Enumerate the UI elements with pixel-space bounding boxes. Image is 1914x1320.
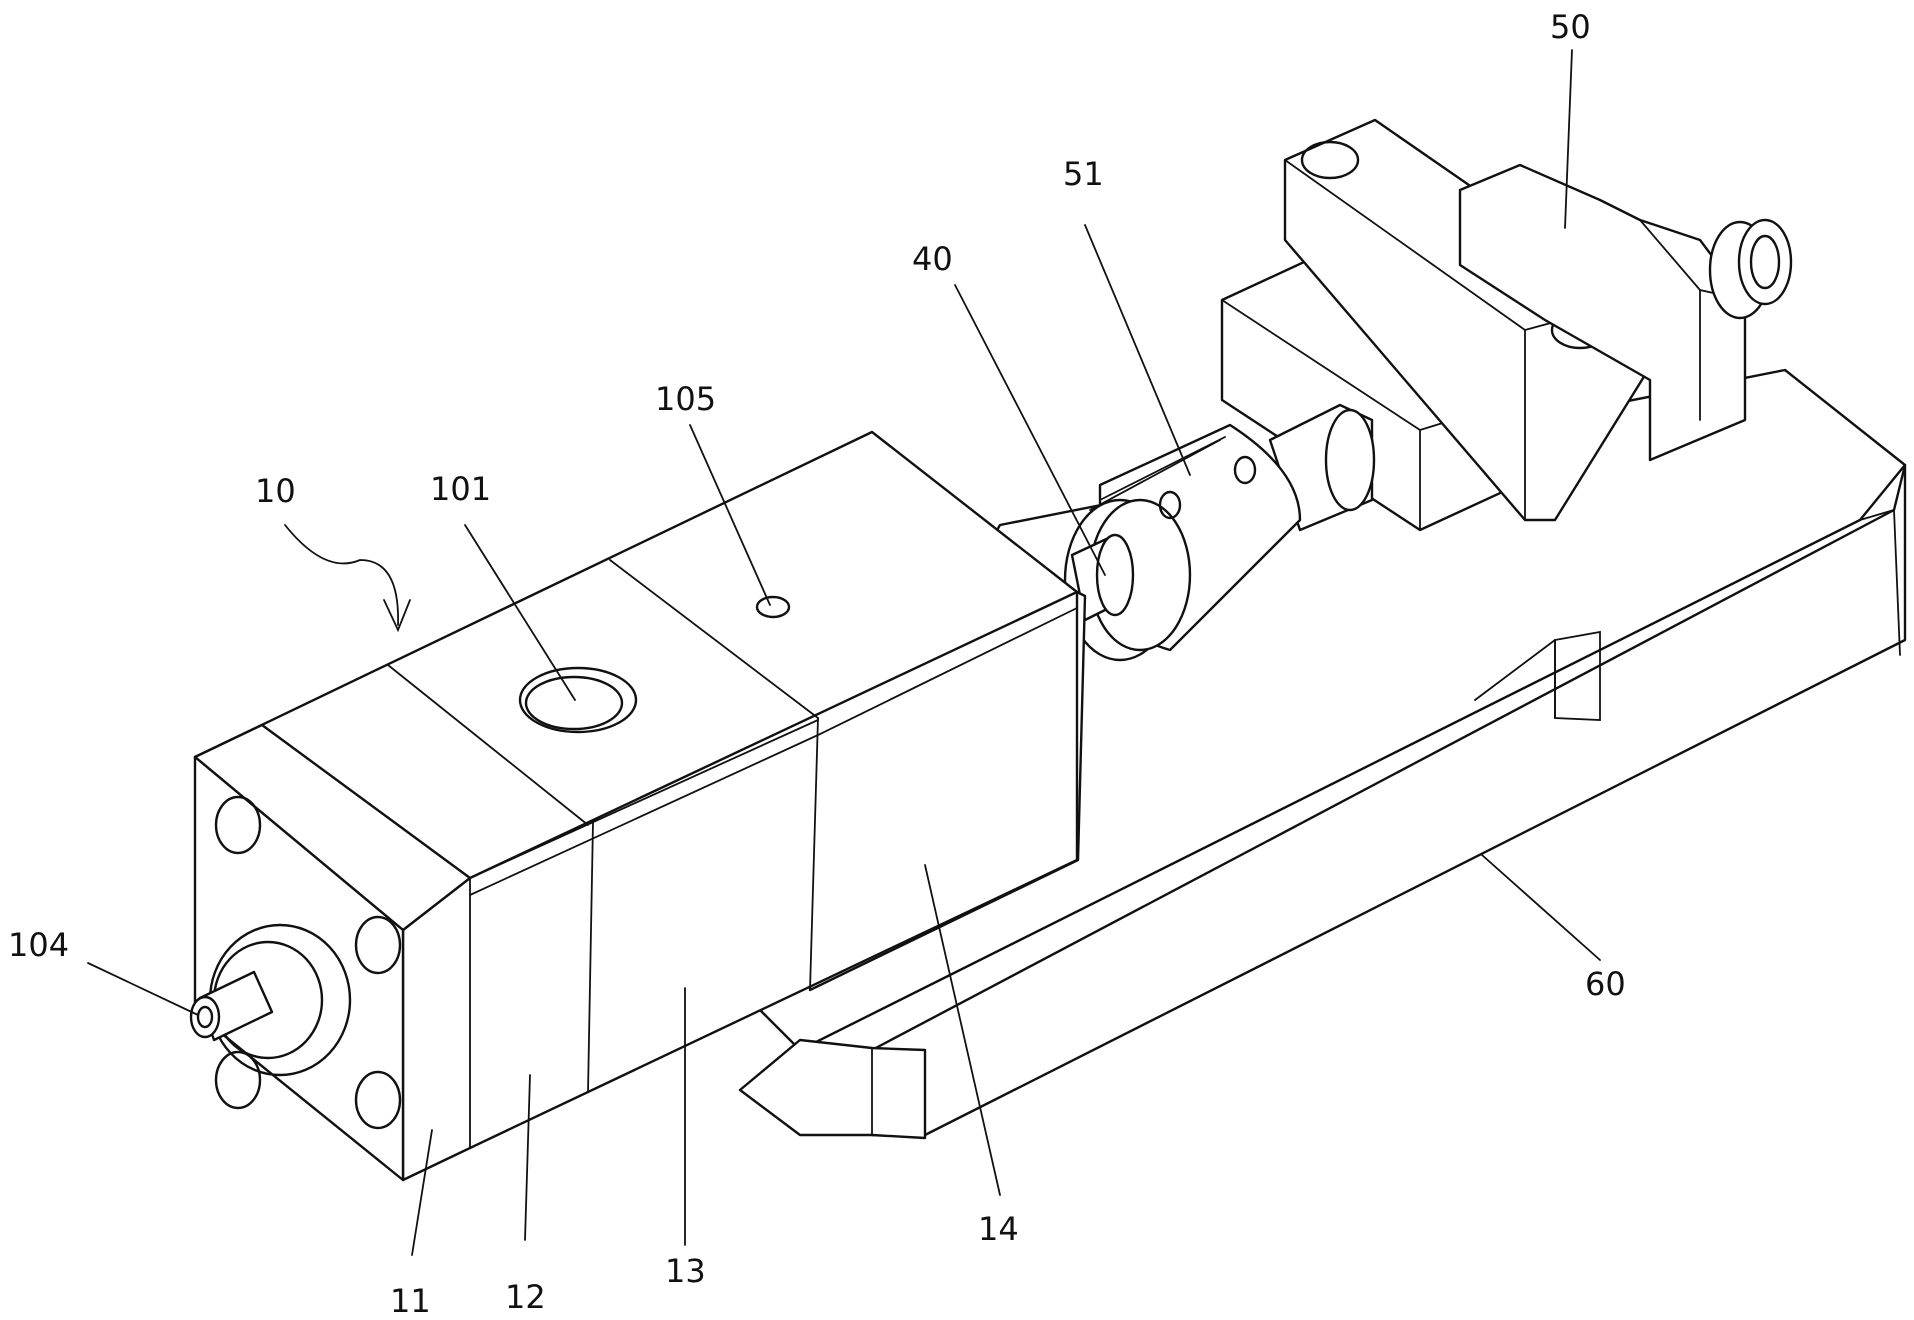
shaft-collar-51 — [1063, 403, 1376, 662]
main-body-10 — [189, 430, 1087, 1182]
leader-12 — [524, 1074, 531, 1241]
label-10: 10 — [255, 472, 296, 510]
leader-14 — [924, 864, 1001, 1196]
leader-40 — [954, 284, 1106, 576]
leader-50 — [1564, 49, 1573, 229]
label-50: 50 — [1550, 8, 1591, 46]
leader-lines — [87, 49, 1601, 1256]
label-14: 14 — [978, 1210, 1019, 1248]
label-51: 51 — [1063, 155, 1104, 193]
leader-101 — [464, 524, 576, 701]
label-13: 13 — [665, 1252, 706, 1290]
slide-block-50 — [1220, 118, 1793, 532]
leader-10 — [284, 524, 399, 626]
label-105: 105 — [655, 380, 716, 418]
leader-60 — [1481, 854, 1601, 961]
label-104: 104 — [8, 926, 69, 964]
leader-11 — [411, 1129, 433, 1256]
leader-10-arrow — [383, 599, 411, 633]
reference-labels: 10 101 105 40 51 50 60 104 11 12 13 14 — [8, 8, 1626, 1320]
leader-105 — [689, 424, 771, 606]
label-60: 60 — [1585, 965, 1626, 1003]
leader-104 — [87, 962, 199, 1016]
label-11: 11 — [390, 1282, 431, 1320]
leader-51 — [1084, 224, 1191, 476]
label-40: 40 — [912, 240, 953, 278]
label-101: 101 — [430, 470, 491, 508]
label-12: 12 — [505, 1278, 546, 1316]
